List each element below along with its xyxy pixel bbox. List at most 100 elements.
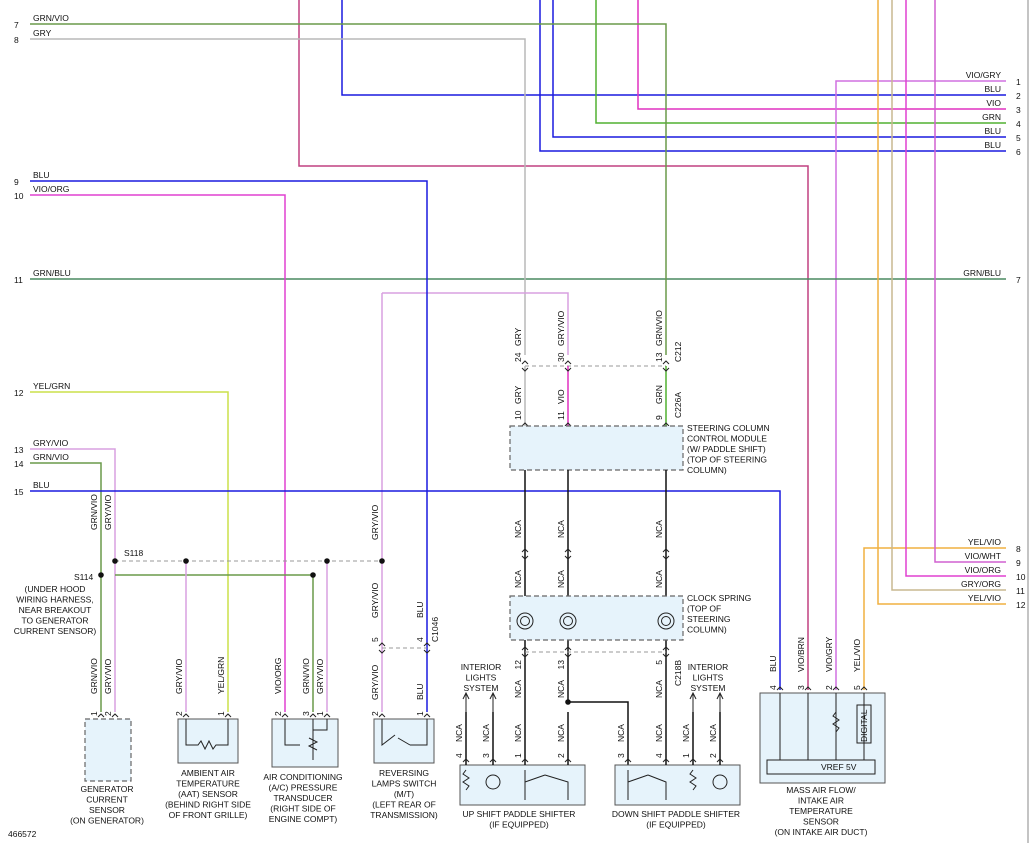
nca-label: NCA: [513, 570, 523, 588]
splice-dot: [379, 558, 385, 564]
ac-wire-label: GRY/VIO: [315, 658, 325, 694]
aat-caption: TEMPERATURE: [176, 779, 240, 789]
c1046-wire-label: GRY/VIO: [370, 582, 380, 618]
nca-chevron: [564, 555, 572, 560]
c218b-chevron: [662, 653, 670, 658]
left-wire-label: VIO/ORG: [33, 184, 69, 194]
c212-chevron: [521, 360, 529, 365]
splice-dot: [112, 558, 118, 564]
left-wire-number: 10: [14, 191, 24, 201]
right-wire-number: 8: [1016, 544, 1021, 554]
ac-caption: TRANSDUCER: [273, 793, 332, 803]
maf-wire-label: YEL/VIO: [852, 639, 862, 672]
right-wire-label: BLU: [984, 140, 1001, 150]
scm-lower-wire-label: GRY: [513, 385, 523, 404]
left-wire-number: 8: [14, 35, 19, 45]
ac-caption: ENGINE COMPT): [269, 814, 338, 824]
c212-chevron: [521, 367, 529, 372]
up-shift-chevron: [564, 758, 572, 763]
wire-grn-vio-ac: [115, 574, 314, 712]
rev-wire-label: GRY/VIO: [370, 664, 380, 700]
potentiometer-icon: [284, 719, 328, 760]
right-wire-number: 7: [1016, 275, 1021, 285]
ac-pin: 2: [273, 711, 283, 716]
scm-upper-pin: 30: [556, 352, 566, 362]
aat-caption: AMBIENT AIR: [181, 768, 235, 778]
nca-chevron: [521, 555, 529, 560]
ambient-air-temperature-sensor: [177, 718, 239, 764]
c218b-chevron: [564, 646, 572, 651]
switch-icon: [524, 770, 569, 800]
up-shift-chevron: [521, 758, 529, 763]
c212-chevron: [662, 367, 670, 372]
c218b-wire-label: NCA: [513, 680, 523, 698]
left-wire-number: 14: [14, 459, 24, 469]
right-wire-label: GRN/BLU: [963, 268, 1001, 278]
c218b-chevron: [564, 653, 572, 658]
ac-chevron: [281, 713, 289, 718]
right-wire-number: 5: [1016, 133, 1021, 143]
wire-blu-2: [341, 0, 1006, 96]
clock-caption: (TOP OF: [687, 604, 721, 614]
scm-upper-wire-label: GRN/VIO: [654, 310, 664, 346]
up-shift-caption: (IF EQUIPPED): [489, 820, 549, 830]
aat-wire-label: GRY/VIO: [174, 658, 184, 694]
left-wire-label: GRN/BLU: [33, 268, 71, 278]
clock-caption: COLUMN): [687, 625, 727, 635]
left-wire-label: YEL/GRN: [33, 381, 70, 391]
generator-current-sensor: [84, 718, 132, 782]
wire-blu-5: [552, 0, 1006, 138]
maf-pin: 4: [768, 685, 778, 690]
splice-dot: [324, 558, 330, 564]
left-wire-label: GRY: [33, 28, 52, 38]
scm-caption: (W/ PADDLE SHIFT): [687, 444, 766, 454]
splice-s114-desc: CURRENT SENSOR): [14, 626, 97, 636]
wire-gry-8: [30, 38, 526, 355]
wire-vio-wht-9: [934, 0, 1006, 563]
wire-gry-vio-13: [30, 448, 116, 712]
up-shift-chevron: [489, 758, 497, 763]
aat-caption: OF FRONT GRILLE): [169, 810, 248, 820]
interior-lights-left: SYSTEM: [464, 683, 499, 693]
interior-lights-left: INTERIOR: [461, 662, 502, 672]
maf-caption: (ON INTAKE AIR DUCT): [775, 827, 868, 837]
clock-spring-coil: [520, 616, 530, 626]
scm-caption: COLUMN): [687, 465, 727, 475]
lamp-icon: [485, 774, 501, 790]
down-shift-chevron: [689, 758, 697, 763]
maf-vref-label: VREF 5V: [821, 762, 857, 772]
nca-label: NCA: [513, 520, 523, 538]
ac-chevron: [323, 713, 331, 718]
left-wire-label: BLU: [33, 170, 50, 180]
wire-yel-grn-12: [30, 391, 229, 712]
gen-caption: GENERATOR: [80, 784, 133, 794]
right-wire-number: 12: [1016, 600, 1026, 610]
wire-vio-org-10: [905, 0, 1006, 577]
wire-gry-org-11: [891, 0, 1006, 591]
splice-dot: [183, 558, 189, 564]
splice-s114-desc: NEAR BREAKOUT: [19, 605, 92, 615]
maf-digital-label: DIGITAL: [859, 709, 869, 742]
c218b-chevron: [662, 646, 670, 651]
c1046-chevron: [378, 642, 386, 647]
maf-chevron: [860, 686, 868, 691]
gen-chevron: [97, 713, 105, 718]
gen-wire-label: GRY/VIO: [103, 658, 113, 694]
c226a-chevron: [564, 422, 572, 427]
wire-blu-15: [30, 490, 781, 690]
diagram-id: 466572: [8, 829, 37, 839]
interior-lights-right: INTERIOR: [688, 662, 729, 672]
gen-pin: 1: [89, 711, 99, 716]
maf-wire-label: VIO/GRY: [824, 636, 834, 672]
maf-digital-box: [856, 704, 872, 744]
down-shift-paddle-shifter: [614, 764, 741, 806]
nca-chevron: [662, 548, 670, 553]
aat-wire-label: YEL/GRN: [216, 657, 226, 694]
maf-caption: TEMPERATURE: [789, 806, 853, 816]
left-wire-label: BLU: [33, 480, 50, 490]
wire-blu-6: [539, 0, 1006, 152]
right-wire-label: BLU: [984, 126, 1001, 136]
c1046-wire-label: BLU: [415, 601, 425, 618]
ac-caption: (RIGHT SIDE OF: [270, 804, 336, 814]
